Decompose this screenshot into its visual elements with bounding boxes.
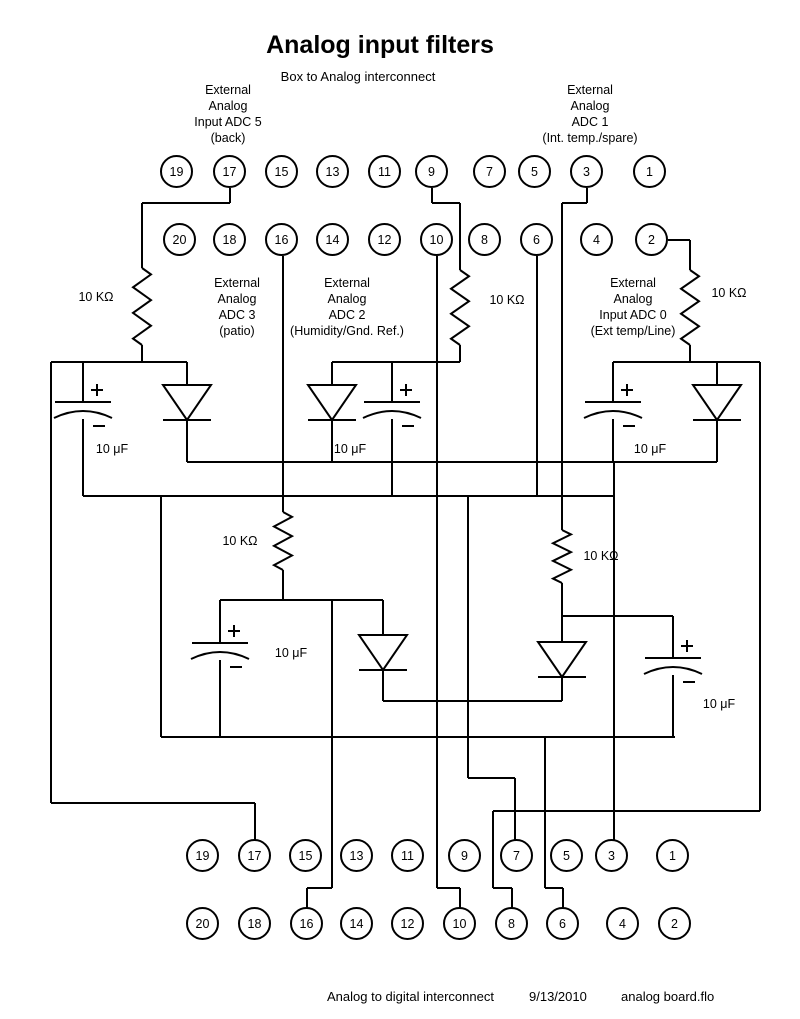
diode-4	[536, 641, 588, 679]
pin-18-bottom: 18	[238, 907, 271, 940]
channel-label-line: ADC 1	[571, 115, 609, 129]
pin-16-bottom: 16	[290, 907, 323, 940]
channel-label-line: Input ADC 0	[599, 308, 667, 322]
pin-9-top: 9	[415, 155, 448, 188]
pin-12-bottom: 12	[391, 907, 424, 940]
channel-label-line: (patio)	[219, 324, 255, 338]
pin-16-top: 16	[265, 223, 298, 256]
channel-label-line: (Int. temp./spare)	[542, 131, 638, 145]
pin-18-top: 18	[213, 223, 246, 256]
pin-19-top: 19	[160, 155, 193, 188]
capacitor-curved-plate-4	[643, 666, 703, 675]
channel-label-line: Analog	[613, 292, 653, 306]
pin-11-bottom: 11	[391, 839, 424, 872]
diode-3	[357, 634, 409, 672]
pin-14-top: 14	[316, 223, 349, 256]
pin-17-top: 17	[213, 155, 246, 188]
capacitor-curved-plate-3	[190, 651, 250, 660]
pin-7-top: 7	[473, 155, 506, 188]
capacitor-value-1: 10 μF	[333, 442, 367, 456]
diode-2	[691, 384, 743, 422]
resistor-value-0: 10 KΩ	[78, 290, 114, 304]
page-subtitle: Box to Analog interconnect	[280, 69, 436, 84]
pin-4-top: 4	[580, 223, 613, 256]
pin-6-bottom: 6	[546, 907, 579, 940]
channel-label-line: External	[567, 83, 613, 97]
channel-label-line: (Humidity/Gnd. Ref.)	[290, 324, 404, 338]
pin-19-bottom: 19	[186, 839, 219, 872]
pin-15-bottom: 15	[289, 839, 322, 872]
channel-label-line: ADC 3	[218, 308, 256, 322]
resistor-1	[449, 269, 471, 346]
channel-label-line: (Ext temp/Line)	[590, 324, 676, 338]
pin-1-bottom: 1	[656, 839, 689, 872]
pin-5-top: 5	[518, 155, 551, 188]
pin-2-bottom: 2	[658, 907, 691, 940]
channel-label-line: External	[205, 83, 251, 97]
pin-13-bottom: 13	[340, 839, 373, 872]
pin-3-bottom: 3	[595, 839, 628, 872]
pin-8-bottom: 8	[495, 907, 528, 940]
pin-10-bottom: 10	[443, 907, 476, 940]
pin-11-top: 11	[368, 155, 401, 188]
resistor-0	[131, 267, 153, 346]
pin-1-top: 1	[633, 155, 666, 188]
channel-label-line: External	[324, 276, 370, 290]
pin-17-bottom: 17	[238, 839, 271, 872]
channel-label-line: Input ADC 5	[194, 115, 262, 129]
pin-5-bottom: 5	[550, 839, 583, 872]
capacitor-value-2: 10 μF	[633, 442, 667, 456]
resistor-value-2: 10 KΩ	[711, 286, 747, 300]
footer-caption: Analog to digital interconnect	[327, 989, 494, 1004]
pin-3-top: 3	[570, 155, 603, 188]
channel-label-line: (back)	[210, 131, 246, 145]
channel-label-line: Analog	[570, 99, 610, 113]
channel-label-line: Analog	[327, 292, 367, 306]
pin-20-bottom: 20	[186, 907, 219, 940]
pin-12-top: 12	[368, 223, 401, 256]
pin-14-bottom: 14	[340, 907, 373, 940]
pin-15-top: 15	[265, 155, 298, 188]
capacitor-curved-plate-2	[583, 410, 643, 419]
resistor-value-4: 10 KΩ	[583, 549, 619, 563]
pin-4-bottom: 4	[606, 907, 639, 940]
channel-label-line: External	[610, 276, 656, 290]
footer-date: 9/13/2010	[529, 989, 587, 1004]
capacitor-value-3: 10 μF	[274, 646, 308, 660]
footer-filename: analog board.flo	[621, 989, 715, 1004]
resistor-value-1: 10 KΩ	[489, 293, 525, 307]
channel-label-line: External	[214, 276, 260, 290]
capacitor-value-0: 10 μF	[95, 442, 129, 456]
pin-10-top: 10	[420, 223, 453, 256]
resistor-3	[271, 511, 295, 571]
pin-6-top: 6	[520, 223, 553, 256]
channel-label-line: Analog	[208, 99, 248, 113]
capacitor-curved-plate-0	[53, 410, 113, 419]
diode-1	[306, 384, 358, 422]
capacitor-value-4: 10 μF	[702, 697, 736, 711]
channel-label-line: ADC 2	[328, 308, 366, 322]
resistor-4	[550, 529, 574, 584]
resistor-value-3: 10 KΩ	[222, 534, 258, 548]
pin-9-bottom: 9	[448, 839, 481, 872]
pin-20-top: 20	[163, 223, 196, 256]
pin-2-top: 2	[635, 223, 668, 256]
pin-7-bottom: 7	[500, 839, 533, 872]
channel-label-line: Analog	[217, 292, 257, 306]
diode-0	[161, 384, 213, 422]
pin-13-top: 13	[316, 155, 349, 188]
pin-8-top: 8	[468, 223, 501, 256]
page-title: Analog input filters	[266, 31, 494, 59]
resistor-2	[679, 269, 701, 346]
capacitor-curved-plate-1	[362, 410, 422, 419]
